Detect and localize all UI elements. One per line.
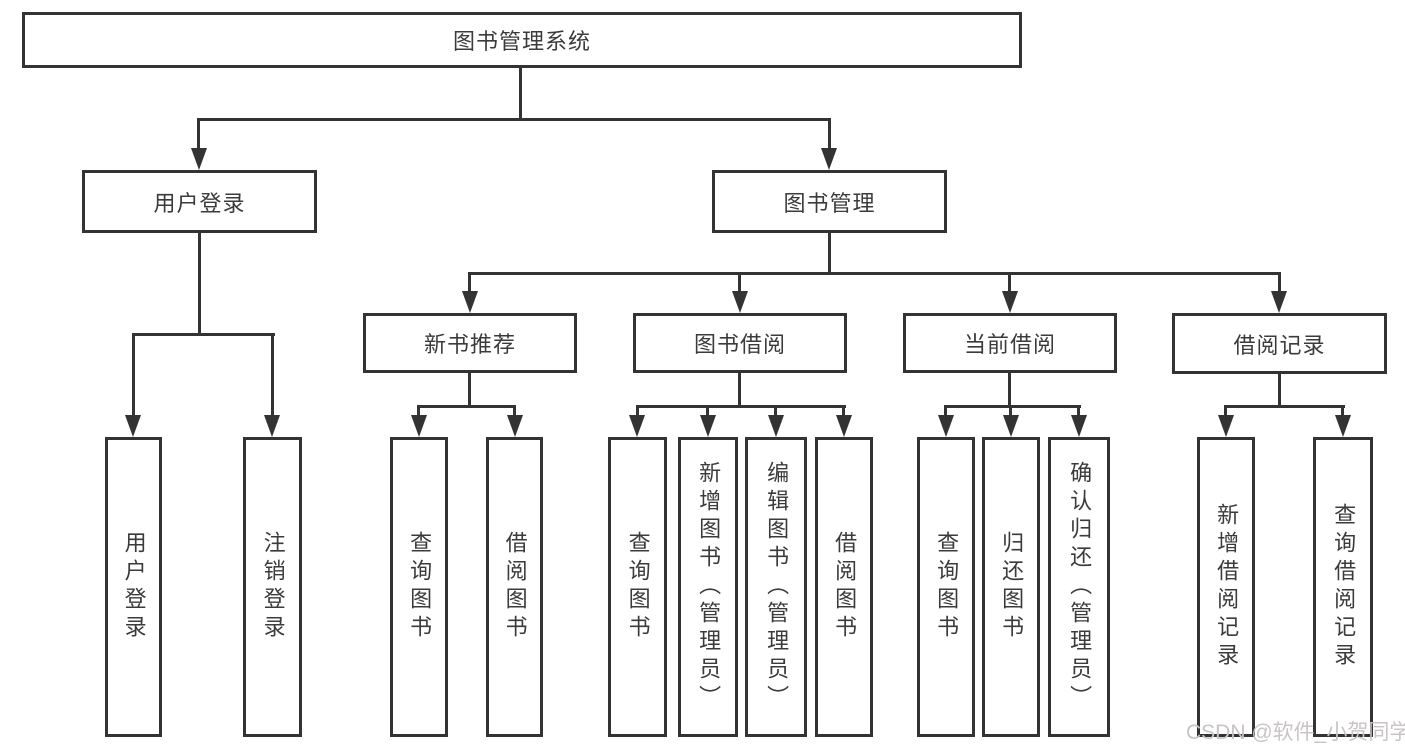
node-new-book-recommend-label: 新书推荐: [423, 332, 516, 357]
connector-borrow-horizontal: [636, 405, 846, 408]
connector-drop-borrow: [738, 272, 741, 291]
leaf-bor-borrow-books-label: 借阅图书: [832, 531, 858, 643]
leaf-cur-confirm-return-admin: 确认归还（管理员）: [1048, 437, 1110, 737]
connector-drop-records: [1278, 272, 1281, 291]
node-new-book-recommend: 新书推荐: [363, 313, 577, 373]
leaf-cur-confirm-return-admin-label: 确认归还（管理员）: [1067, 461, 1093, 713]
arrow-down-icon: [1003, 415, 1019, 437]
leaf-cur-query-books-label: 查询图书: [934, 531, 960, 643]
node-root-label: 图书管理系统: [452, 29, 591, 54]
connector-drop-leaf-bor-2: [706, 405, 709, 415]
connector-drop-leaf-bor-3: [774, 405, 777, 415]
connector-records-horizontal: [1224, 405, 1345, 408]
connector-current-stem: [1008, 373, 1011, 407]
leaf-bor-query-books: 查询图书: [608, 437, 667, 737]
leaf-add-borrow-record-label: 新增借阅记录: [1214, 503, 1240, 671]
leaf-user-login: 用户登录: [105, 437, 162, 737]
arrow-down-icon: [1335, 415, 1351, 437]
node-user-login-label: 用户登录: [153, 190, 246, 216]
connector-current-horizontal: [944, 405, 1081, 408]
connector-drop-leaf-recd-1: [1224, 405, 1227, 415]
arrow-down-icon: [411, 415, 427, 437]
leaf-cur-return-books: 归还图书: [982, 437, 1040, 737]
leaf-logout: 注销登录: [243, 437, 302, 737]
arrow-down-icon: [1271, 291, 1287, 313]
connector-drop-leaf-recd-2: [1341, 405, 1344, 415]
arrow-down-icon: [507, 415, 523, 437]
leaf-rec-borrow-books-label: 借阅图书: [502, 531, 528, 643]
arrow-down-icon: [629, 415, 645, 437]
connector-recommend-stem: [468, 373, 471, 407]
leaf-cur-return-books-label: 归还图书: [999, 531, 1025, 643]
leaf-bor-query-books-label: 查询图书: [625, 531, 651, 643]
node-book-management-label: 图书管理: [783, 190, 876, 216]
connector-drop-leaf-cur-1: [944, 405, 947, 415]
connector-drop-book-mgmt: [828, 118, 831, 149]
arrow-down-icon: [768, 415, 784, 437]
connector-drop-recommend: [468, 272, 471, 291]
leaf-add-borrow-record: 新增借阅记录: [1197, 437, 1255, 737]
connector-drop-leaf-cur-3: [1077, 405, 1080, 415]
arrow-down-icon: [836, 415, 852, 437]
node-user-login: 用户登录: [82, 170, 317, 233]
node-current-borrow: 当前借阅: [903, 313, 1117, 373]
arrow-down-icon: [700, 415, 716, 437]
connector-user-stem: [198, 233, 201, 335]
connector-mgmt-horizontal: [468, 272, 1281, 275]
arrow-down-icon: [264, 415, 280, 437]
leaf-query-borrow-record-label: 查询借阅记录: [1331, 503, 1357, 671]
connector-records-stem: [1278, 373, 1281, 407]
connector-user-horizontal: [132, 333, 275, 336]
node-root: 图书管理系统: [22, 12, 1022, 68]
leaf-rec-borrow-books: 借阅图书: [486, 437, 543, 737]
connector-mgmt-stem: [828, 233, 831, 275]
csdn-watermark: CSDN @软件_小贺同学: [1186, 721, 1405, 744]
connector-drop-leaf-bor-1: [636, 405, 639, 415]
leaf-bor-edit-books-admin-label: 编辑图书（管理员）: [764, 461, 790, 713]
leaf-cur-query-books: 查询图书: [917, 437, 975, 737]
arrow-down-icon: [1218, 415, 1234, 437]
leaf-user-login-label: 用户登录: [121, 531, 147, 643]
connector-drop-leaf-user-1: [132, 333, 135, 415]
arrow-down-icon: [1071, 415, 1087, 437]
connector-drop-leaf-rec-2: [513, 405, 516, 415]
arrow-down-icon: [191, 148, 207, 170]
node-borrow-records: 借阅记录: [1172, 313, 1387, 374]
leaf-rec-query-books-label: 查询图书: [407, 531, 433, 643]
connector-recommend-horizontal: [417, 405, 516, 408]
leaf-query-borrow-record: 查询借阅记录: [1313, 437, 1373, 737]
node-book-borrow: 图书借阅: [633, 313, 847, 373]
arrow-down-icon: [732, 291, 748, 313]
connector-root-stem: [519, 67, 522, 120]
node-current-borrow-label: 当前借阅: [963, 332, 1056, 357]
connector-drop-leaf-rec-1: [417, 405, 420, 415]
connector-borrow-stem: [738, 373, 741, 407]
connector-drop-leaf-bor-4: [842, 405, 845, 415]
leaf-bor-borrow-books: 借阅图书: [815, 437, 873, 737]
leaf-bor-add-books-admin: 新增图书（管理员）: [678, 437, 738, 737]
connector-drop-leaf-cur-2: [1009, 405, 1012, 415]
connector-drop-current: [1008, 272, 1011, 291]
arrow-down-icon: [125, 415, 141, 437]
connector-drop-user-login: [197, 118, 200, 149]
leaf-logout-label: 注销登录: [260, 531, 286, 643]
arrow-down-icon: [938, 415, 954, 437]
arrow-down-icon: [462, 291, 478, 313]
arrow-down-icon: [821, 148, 837, 170]
node-book-management: 图书管理: [712, 170, 947, 233]
connector-drop-leaf-user-2: [271, 333, 274, 415]
connector-root-horizontal: [197, 118, 831, 121]
node-book-borrow-label: 图书借阅: [693, 332, 786, 357]
leaf-bor-add-books-admin-label: 新增图书（管理员）: [696, 461, 722, 713]
arrow-down-icon: [1002, 291, 1018, 313]
leaf-rec-query-books: 查询图书: [390, 437, 448, 737]
node-borrow-records-label: 借阅记录: [1233, 332, 1326, 358]
leaf-bor-edit-books-admin: 编辑图书（管理员）: [745, 437, 807, 737]
